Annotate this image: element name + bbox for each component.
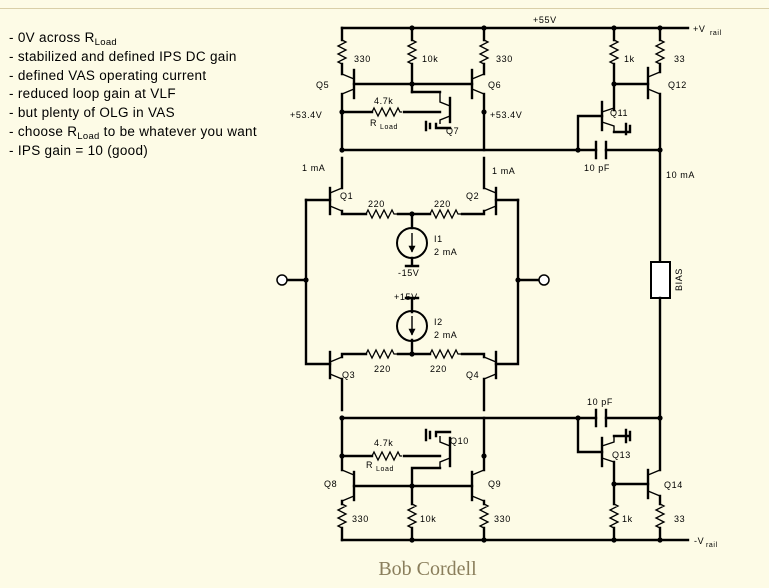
label-i-1ma-left: 1 mA [302, 163, 325, 173]
label-q1: Q1 [340, 191, 353, 201]
label-res-330: 330 [494, 514, 511, 524]
label-rload-sub: Load [380, 124, 398, 131]
author-credit: Bob Cordell [378, 558, 477, 580]
label-q9: Q9 [488, 479, 501, 489]
res-10k-top [406, 39, 418, 65]
note-line: - stabilized and defined IPS DC gain [9, 48, 237, 64]
label-q3: Q3 [342, 370, 355, 380]
label-cap-10pf-top: 10 pF [584, 163, 610, 173]
label-q6: Q6 [488, 80, 501, 90]
label-res-220: 220 [374, 364, 391, 374]
label-q13: Q13 [612, 450, 631, 460]
label-res-330: 330 [354, 54, 371, 64]
res-330-bottom-right [478, 503, 490, 529]
label-vrail-pos: +V [693, 24, 705, 34]
label-res-33: 33 [674, 514, 685, 524]
label-res-330: 330 [496, 54, 513, 64]
label-res-10k: 10k [420, 514, 436, 524]
res-330-top-right [478, 39, 490, 65]
note-line: - but plenty of OLG in VAS [9, 105, 175, 121]
current-source-i2 [396, 310, 428, 342]
res-rload-bottom [371, 450, 402, 462]
res-rload-top [371, 106, 402, 118]
label-q14: Q14 [664, 480, 683, 490]
current-source-i1 [396, 227, 428, 259]
label-q7: Q7 [446, 126, 459, 136]
junction-dots [303, 25, 663, 543]
note-line: - reduced loop gain at VLF [9, 86, 176, 102]
label-rload-sub: Load [376, 466, 394, 473]
note-line: - IPS gain = 10 (good) [9, 142, 149, 158]
res-330-top-left [336, 39, 348, 65]
label-rload: R [370, 118, 377, 128]
res-220-q4 [429, 348, 462, 360]
label-res-220: 220 [430, 364, 447, 374]
res-33-bottom [654, 503, 666, 529]
label-res-1k: 1k [622, 514, 633, 524]
label-q2: Q2 [466, 191, 479, 201]
label-vrail-neg-sub: rail [706, 542, 718, 549]
label-i2: I2 [434, 317, 443, 327]
note-line: - 0V across RLoad [9, 30, 118, 48]
label-q10: Q10 [450, 436, 469, 446]
label-res-220: 220 [368, 199, 385, 209]
label-bias: BIAS [674, 268, 684, 291]
label-res-4k7: 4.7k [374, 96, 393, 106]
note-line: - choose RLoad to be whatever you want [9, 123, 257, 142]
label-res-4k7: 4.7k [374, 438, 393, 448]
top-vas [340, 26, 662, 264]
design-notes: - 0V across RLoad - stabilized and defin… [9, 29, 257, 161]
res-33-top [654, 39, 666, 65]
res-220-q1 [365, 208, 398, 220]
label-i-1ma-right: 1 mA [492, 166, 515, 176]
label-pos-55v: +55V [533, 15, 557, 25]
label-q8: Q8 [324, 479, 337, 489]
label-q5: Q5 [316, 80, 329, 90]
label-q11: Q11 [610, 108, 628, 118]
res-220-q3 [365, 348, 398, 360]
input-wiring [286, 198, 540, 366]
top-divider [0, 8, 769, 9]
label-v-neg15: -15V [398, 268, 419, 278]
label-i2-2ma: 2 mA [434, 330, 457, 340]
input-terminal-left[interactable] [276, 274, 288, 286]
res-330-bottom-left [336, 503, 348, 529]
label-res-330: 330 [352, 514, 369, 524]
label-vrail-pos-sub: rail [710, 30, 722, 37]
top-current-mirror [340, 26, 486, 152]
bias-spreader [650, 261, 671, 472]
label-res-220: 220 [434, 199, 451, 209]
label-vrail-neg: -V [694, 536, 704, 546]
res-10k-bottom [406, 503, 418, 529]
label-q4: Q4 [466, 370, 479, 380]
res-1k-top [608, 39, 620, 65]
res-1k-bottom [608, 503, 620, 529]
label-i1: I1 [434, 234, 443, 244]
label-q12: Q12 [668, 80, 687, 90]
label-i1-2ma: 2 mA [434, 247, 457, 257]
label-v-534-right: +53.4V [490, 110, 522, 120]
label-v-pos15: +15V [394, 292, 418, 302]
label-v-534-left: +53.4V [290, 110, 322, 120]
label-cap-10pf-bottom: 10 pF [587, 397, 613, 407]
label-rload: R [366, 460, 373, 470]
note-line: - defined VAS operating current [9, 67, 207, 83]
input-terminal-right[interactable] [538, 274, 550, 286]
label-res-1k: 1k [624, 54, 635, 64]
label-res-10k: 10k [422, 54, 438, 64]
res-220-q2 [429, 208, 462, 220]
label-res-33: 33 [674, 54, 685, 64]
label-i-10ma: 10 mA [666, 170, 695, 180]
rail-wiring [340, 26, 690, 542]
